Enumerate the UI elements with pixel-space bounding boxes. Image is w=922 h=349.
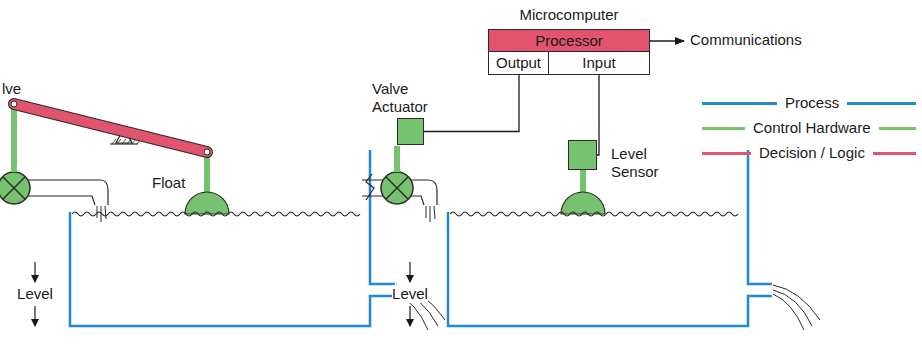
communications-label: Communications [690,31,810,51]
float [561,192,605,214]
right-spray-in [426,206,435,222]
outlet-spray [773,285,820,330]
lever-outline [14,104,207,152]
float [185,192,229,214]
output-cell: Output [489,52,549,74]
legend-swatch [702,127,745,130]
input-cell: Input [549,52,649,74]
level-sensor: Level Sensor [568,140,597,170]
node-text: Processor [535,32,603,50]
node-text: Output [496,54,541,72]
node-text: Communications [690,31,810,49]
node-text: Valve Actuator [372,80,436,116]
valve-actuator: Valve Actuator [397,118,424,145]
processor-band: Processor [489,30,649,52]
node-text: Level Sensor [611,145,671,181]
legend-text: Control Hardware [753,119,871,137]
valve-stem [11,106,17,172]
connector [597,74,599,155]
node-text: Microcomputer [519,6,618,24]
node-text: Input [582,54,615,72]
legend-swatch [879,127,916,130]
microcomputer-box: MicrocomputerProcessorOutputInput [488,29,650,75]
dimension-label: Level [392,285,428,303]
connector [650,40,684,41]
legend-text: Decision / Logic [759,144,865,162]
legend-swatch [873,152,916,155]
part-name: Float [152,174,185,192]
valve-symbol [0,172,30,204]
water-surface [72,212,738,216]
joint [11,101,17,107]
lever [14,104,207,152]
right-tank [448,150,772,326]
legend-swatch [702,102,777,105]
valve-symbol [381,172,413,204]
actuator-stem [394,146,400,172]
legend-swatch [702,152,751,155]
left-tank [70,150,395,326]
dimension-label: Level [17,285,53,303]
legend-text: Process [785,94,839,112]
legend-swatch [847,102,916,105]
joint [204,149,210,155]
part-name: lve [2,80,21,98]
connector [424,74,519,132]
